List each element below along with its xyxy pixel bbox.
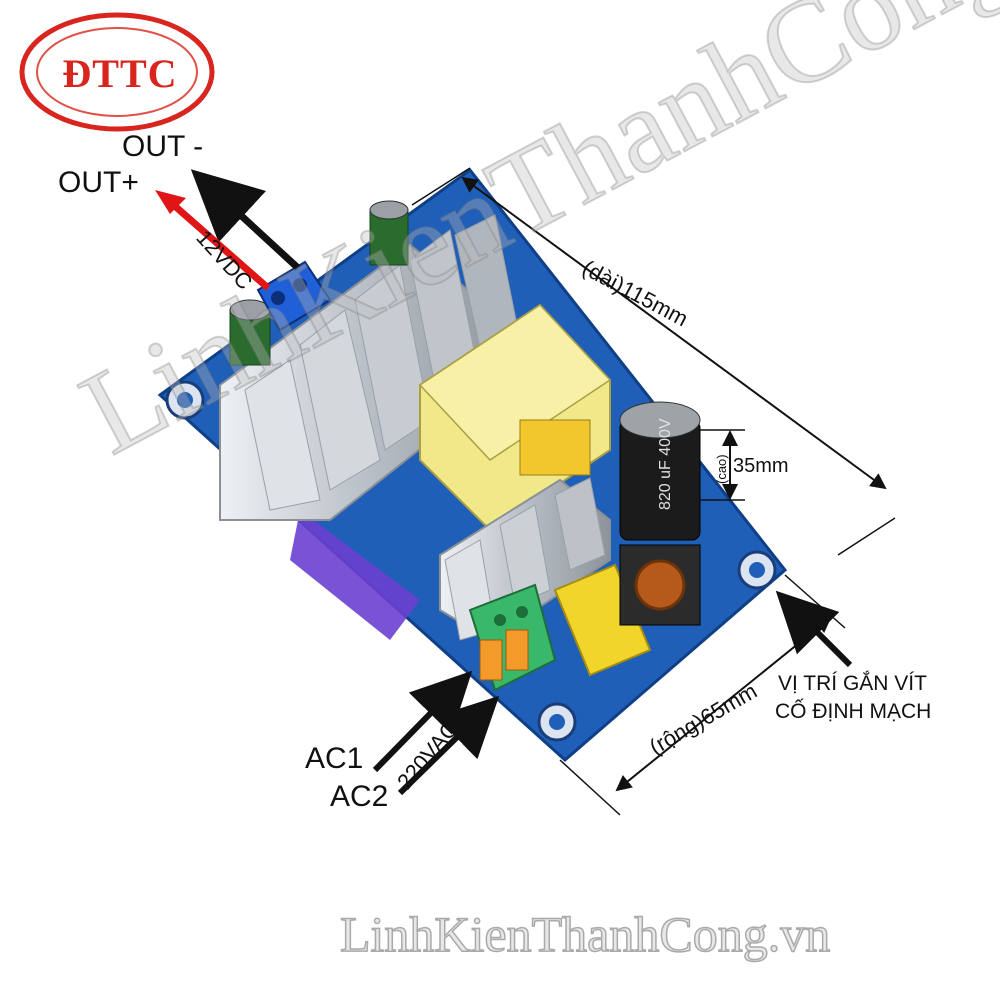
output-terminal [256,260,332,332]
out-plus-arrow [165,197,271,291]
logo-ring [19,12,215,132]
common-mode-choke [619,544,701,626]
out-plus-label: OUT+ [58,166,139,199]
screw-hole [537,702,577,742]
watermark-bottom: LinhKienThanhCong.vn [339,905,831,963]
width-dimension-line [615,616,832,792]
input-terminal [468,583,557,692]
height-note-label: (cao) [714,454,729,484]
length-dimension-line [461,176,887,490]
ac1-label: AC1 [305,742,364,775]
screw-label-line1: VỊ TRÍ GẮN VÍT [778,672,927,695]
ac2-label: AC2 [330,780,389,813]
screw-hole [165,380,205,420]
logo: ĐTTC [62,51,178,96]
ac1-arrow [372,670,473,773]
capacitor-rating-label: 820 uF 400V [657,418,674,510]
out-minus-arrow [190,169,301,271]
screw-label-line2: CỐ ĐỊNH MẠCH [775,700,932,723]
screw-hole [737,550,777,590]
ac2-arrow [397,695,500,796]
output-capacitor [369,200,409,266]
main-capacitor: 820 uF 400V [619,401,701,541]
out-minus-label: OUT - [122,130,204,163]
height-label: 35mm [733,455,789,477]
output-capacitor [229,299,271,366]
